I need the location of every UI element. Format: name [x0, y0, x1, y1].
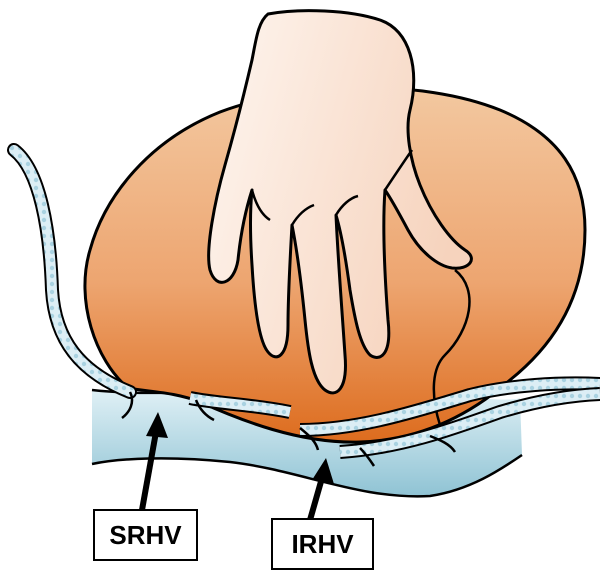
- irhv-label: IRHV: [271, 518, 374, 570]
- irhv-arrow-shaft: [310, 478, 322, 520]
- srhv-label: SRHV: [93, 509, 198, 561]
